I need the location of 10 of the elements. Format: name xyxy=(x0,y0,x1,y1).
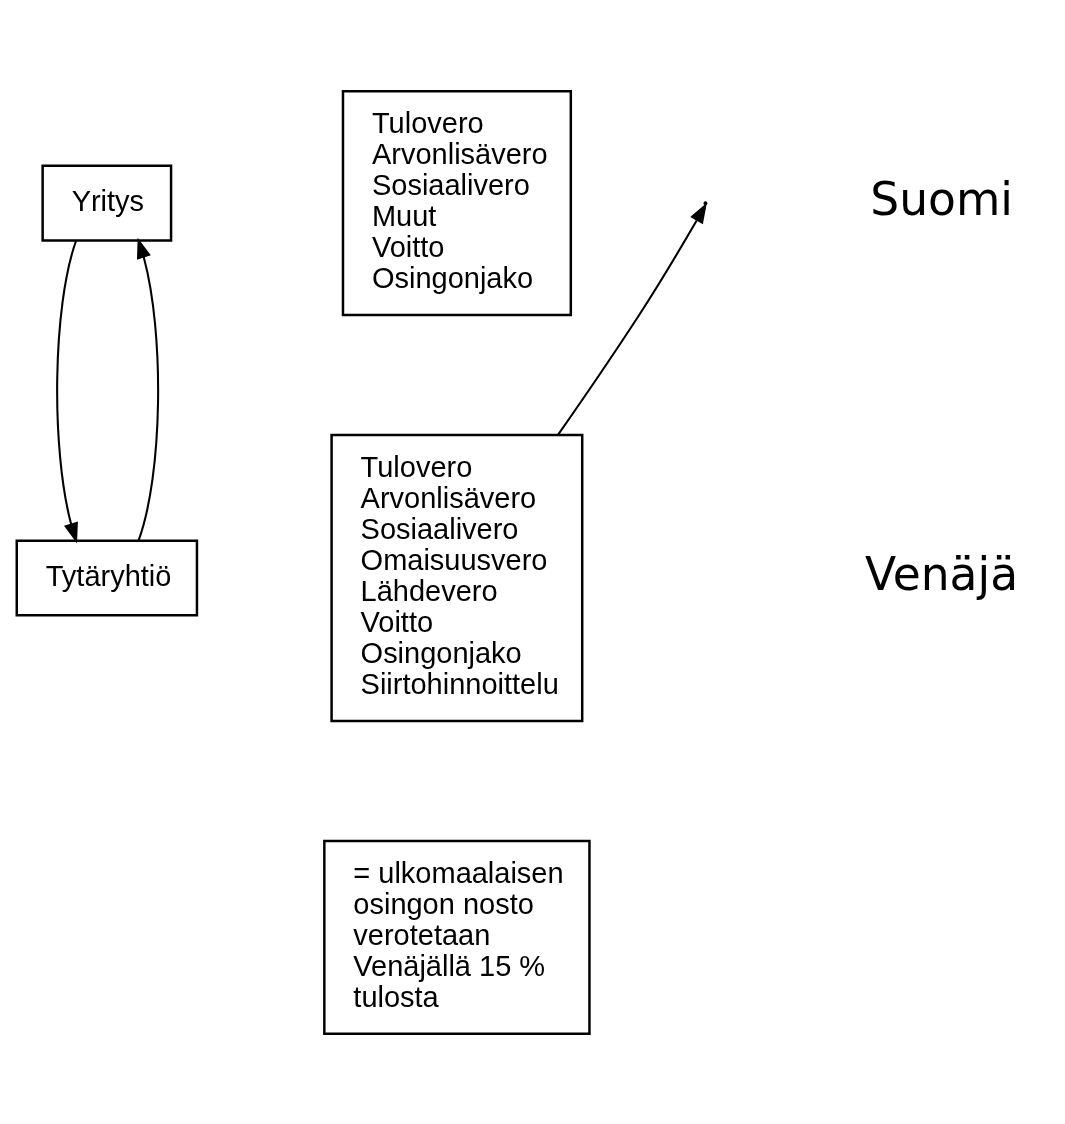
arrow xyxy=(56,239,78,543)
arrow xyxy=(136,237,160,541)
node-box: = ulkomaalaisen osingon nosto verotetaan Venäjällä 15 % tulosta xyxy=(323,839,591,1035)
label: Suomi xyxy=(870,172,1013,226)
arrow xyxy=(557,202,707,435)
node-box: Tytäryhtiö xyxy=(15,539,199,617)
node-box: Tulovero Arvonlisävero Sosiaalivero Omaisuusvero Lähdevero Voitto Osingonjako Siirtohinnoittelu xyxy=(330,433,584,722)
node-box: Tulovero Arvonlisävero Sosiaalivero Muut Voitto Osingonjako xyxy=(341,89,573,316)
node-box: Yritys xyxy=(41,164,173,242)
label: Venäjä xyxy=(865,547,1019,601)
